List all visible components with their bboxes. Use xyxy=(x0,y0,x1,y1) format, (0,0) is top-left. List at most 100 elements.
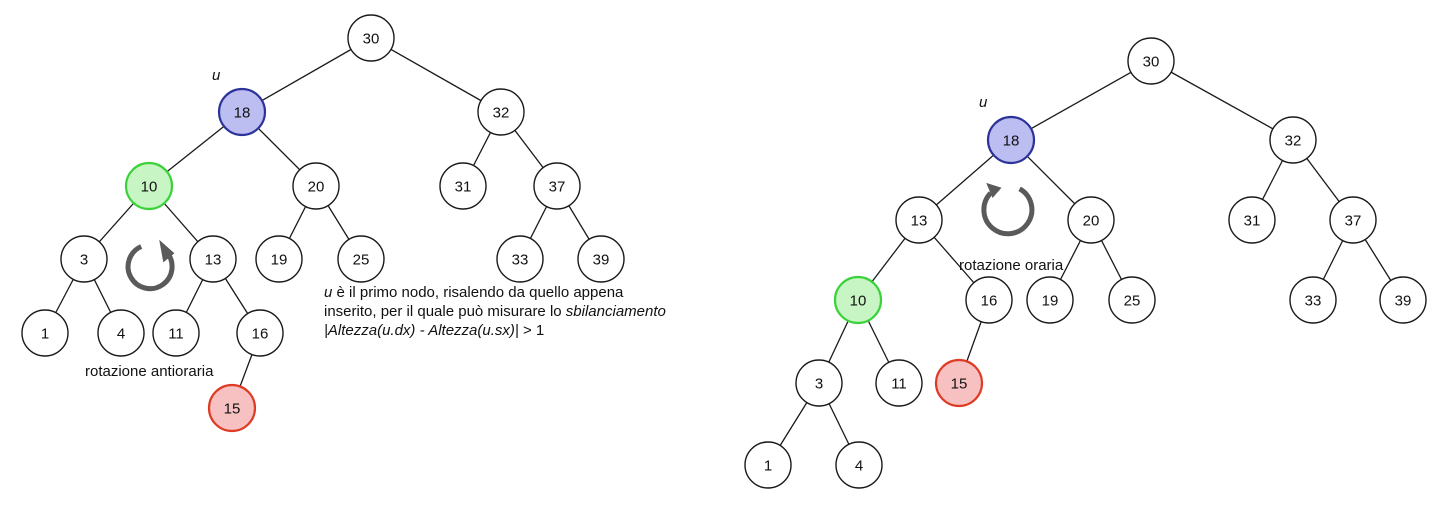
left-node-31: 31 xyxy=(439,162,487,210)
right-node-13: 13 xyxy=(895,196,943,244)
right-node-1: 1 xyxy=(744,441,792,489)
left-node-33: 33 xyxy=(496,235,544,283)
left-node-label-20: 20 xyxy=(308,179,325,196)
right-node-39: 39 xyxy=(1379,276,1427,324)
right-node-circle-4 xyxy=(835,441,883,489)
left-node-circle-13 xyxy=(189,235,237,283)
right-node-label-18: 18 xyxy=(1003,133,1020,150)
caption-u: u xyxy=(324,284,333,301)
right-node-label-31: 31 xyxy=(1244,213,1261,230)
right-node-circle-39 xyxy=(1379,276,1427,324)
right-node-label-3: 3 xyxy=(815,376,823,393)
right-node-label-39: 39 xyxy=(1395,293,1412,310)
left-node-label-3: 3 xyxy=(80,252,88,269)
caption-line1-text: è il primo nodo, risalendo da quello app… xyxy=(332,284,624,301)
left-pivot-label: u xyxy=(212,67,221,84)
left-node-label-30: 30 xyxy=(363,31,380,48)
left-node-label-25: 25 xyxy=(353,252,370,269)
left-node-label-33: 33 xyxy=(512,252,529,269)
left-node-25: 25 xyxy=(337,235,385,283)
left-node-19: 19 xyxy=(255,235,303,283)
left-node-11: 11 xyxy=(152,309,200,357)
left-node-circle-1 xyxy=(21,309,69,357)
right-node-4: 4 xyxy=(835,441,883,489)
left-node-label-13: 13 xyxy=(205,252,222,269)
right-node-3: 3 xyxy=(795,359,843,407)
right-node-circle-31 xyxy=(1228,196,1276,244)
right-node-32: 32 xyxy=(1269,116,1317,164)
left-node-label-11: 11 xyxy=(168,326,184,343)
left-edge-30-18 xyxy=(241,37,372,113)
right-node-11: 11 xyxy=(875,359,923,407)
right-node-label-20: 20 xyxy=(1083,213,1100,230)
right-node-label-13: 13 xyxy=(911,213,928,230)
right-node-label-16: 16 xyxy=(981,293,998,310)
right-node-label-4: 4 xyxy=(855,458,863,475)
left-node-label-39: 39 xyxy=(593,252,610,269)
left-node-32: 32 xyxy=(477,88,525,136)
caption-line-2: inserito, per il quale può misurare lo s… xyxy=(324,302,724,321)
left-node-circle-18 xyxy=(217,87,267,137)
left-node-label-4: 4 xyxy=(117,326,125,343)
right-node-15: 15 xyxy=(934,358,984,408)
caption-line-3: |Altezza(u.dx) - Altezza(u.sx)| > 1 xyxy=(324,321,724,340)
left-node-1: 1 xyxy=(21,309,69,357)
right-node-31: 31 xyxy=(1228,196,1276,244)
left-node-circle-10 xyxy=(124,161,174,211)
left-node-circle-11 xyxy=(152,309,200,357)
left-node-16: 16 xyxy=(236,309,284,357)
right-node-circle-11 xyxy=(875,359,923,407)
left-node-label-18: 18 xyxy=(234,105,251,122)
right-node-label-1: 1 xyxy=(764,458,772,475)
right-node-37: 37 xyxy=(1329,196,1377,244)
right-node-circle-16 xyxy=(965,276,1013,324)
left-node-label-1: 1 xyxy=(41,326,49,343)
right-node-circle-18 xyxy=(986,115,1036,165)
right-node-10: 10 xyxy=(833,275,883,325)
left-node-circle-4 xyxy=(97,309,145,357)
left-node-4: 4 xyxy=(97,309,145,357)
right-node-label-37: 37 xyxy=(1345,213,1362,230)
right-node-circle-32 xyxy=(1269,116,1317,164)
right-node-circle-30 xyxy=(1127,37,1175,85)
left-node-label-15: 15 xyxy=(224,401,241,418)
right-node-19: 19 xyxy=(1026,276,1074,324)
left-node-30: 30 xyxy=(347,14,395,62)
left-node-37: 37 xyxy=(533,162,581,210)
right-node-label-30: 30 xyxy=(1143,54,1160,71)
caption-line3-text: > 1 xyxy=(518,322,545,339)
left-node-circle-30 xyxy=(347,14,395,62)
caption-line-1: u è il primo nodo, risalendo da quello a… xyxy=(324,283,724,302)
left-node-circle-3 xyxy=(60,235,108,283)
left-node-circle-32 xyxy=(477,88,525,136)
right-node-16: 16 xyxy=(965,276,1013,324)
left-node-20: 20 xyxy=(292,162,340,210)
left-node-label-31: 31 xyxy=(455,179,472,196)
right-node-label-33: 33 xyxy=(1305,293,1322,310)
left-node-39: 39 xyxy=(577,235,625,283)
left-node-10: 10 xyxy=(124,161,174,211)
right-node-circle-13 xyxy=(895,196,943,244)
left-node-circle-25 xyxy=(337,235,385,283)
caption-formula: |Altezza(u.dx) - Altezza(u.sx)| xyxy=(324,322,519,339)
right-node-label-10: 10 xyxy=(850,293,867,310)
right-node-circle-1 xyxy=(744,441,792,489)
clockwise-rotation-icon xyxy=(981,182,1035,237)
left-node-circle-33 xyxy=(496,235,544,283)
left-node-circle-37 xyxy=(533,162,581,210)
left-node-label-10: 10 xyxy=(141,179,158,196)
right-node-circle-25 xyxy=(1108,276,1156,324)
caption-term: sbilanciamento xyxy=(565,303,666,320)
right-node-33: 33 xyxy=(1289,276,1337,324)
left-node-18: 18 xyxy=(217,87,267,137)
left-node-label-37: 37 xyxy=(549,179,566,196)
right-node-label-32: 32 xyxy=(1285,133,1302,150)
right-node-circle-10 xyxy=(833,275,883,325)
imbalance-caption: u è il primo nodo, risalendo da quello a… xyxy=(324,283,724,340)
left-node-label-32: 32 xyxy=(493,105,510,122)
right-rotation-label: rotazione oraria xyxy=(959,257,1064,274)
right-edge-30-18 xyxy=(1010,60,1152,141)
left-node-label-16: 16 xyxy=(252,326,269,343)
